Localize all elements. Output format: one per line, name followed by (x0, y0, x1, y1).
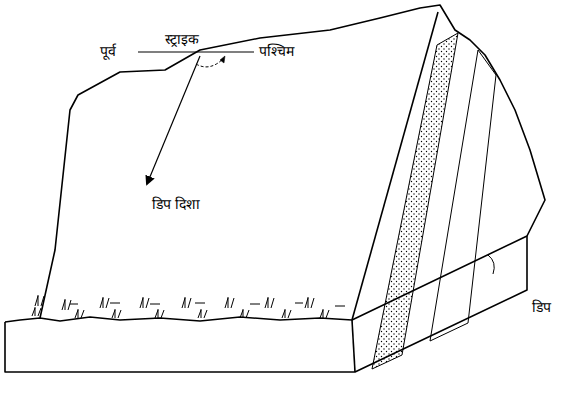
strike-label: स्ट्राइक (165, 31, 199, 48)
direction-label: पश्चिम (259, 43, 294, 60)
dip-label: डिप (532, 299, 551, 316)
direction-label: पूर्व (100, 43, 116, 60)
dip-direction-label: डिप दिशा (152, 196, 200, 213)
